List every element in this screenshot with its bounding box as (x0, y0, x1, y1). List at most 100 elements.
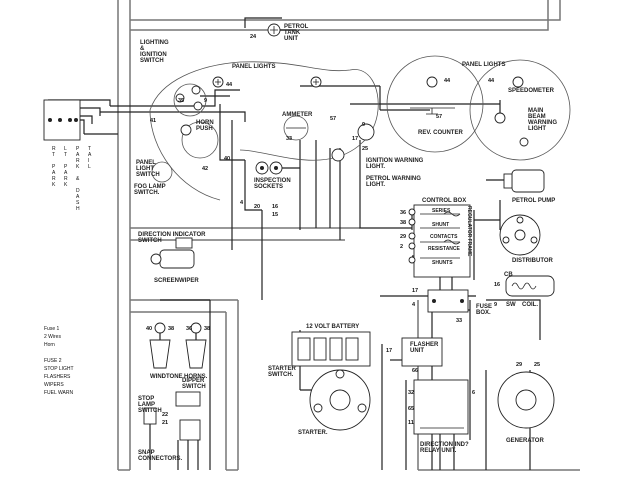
fuse-note-line: FLASHERS (44, 374, 71, 380)
terminal-number: 40 (146, 326, 152, 332)
terminal-number: 25 (362, 146, 368, 152)
terminal-number: 21 (162, 420, 168, 426)
terminal-number: 20 (254, 204, 260, 210)
terminal-number: 16 (494, 282, 500, 288)
terminal-number: 41 (150, 118, 156, 124)
label-speedometer: SPEEDOMETER (508, 88, 555, 94)
terminal-number: 44 (488, 78, 495, 84)
terminal-number: 2 (400, 244, 403, 250)
label-generator: GENERATOR (506, 438, 544, 444)
terminal-number: 17 (386, 348, 392, 354)
label-cb-resistance: RESISTANCE (428, 246, 461, 252)
label-panel-lights-top: PANEL LIGHTS (232, 64, 275, 70)
panel-light-bulbs (212, 76, 524, 88)
petrol-tank-unit-symbol (267, 23, 281, 37)
inspection-sockets-plug (255, 161, 283, 175)
horn-push-symbol (180, 124, 192, 136)
terminal-number: 24 (250, 34, 257, 40)
terminal-number: 9 (204, 98, 207, 104)
label-battery: 12 VOLT BATTERY (306, 324, 359, 330)
terminal-number: 4 (412, 302, 416, 308)
terminal-number: 42 (202, 166, 208, 172)
label-horns: HORNS. (184, 374, 208, 380)
terminal-number: 6 (472, 390, 475, 396)
control-box-unit (408, 204, 471, 278)
terminal-number: 35 (178, 98, 184, 104)
horns-pair (149, 322, 207, 369)
terminal-number: 38 (168, 326, 174, 332)
rev-counter-gauge (386, 55, 484, 153)
terminal-number: 15 (272, 212, 278, 218)
fuse-note-line: 2 Wires (44, 334, 61, 340)
generator-unit (497, 371, 555, 429)
direction-indicator-switch-symbol (175, 237, 193, 249)
dashboard-panel (149, 61, 379, 201)
terminal-number: 40 (224, 156, 230, 162)
terminal-number: 36 (400, 210, 406, 216)
label-cb-contacts: CONTACTS (430, 234, 458, 240)
label-cb-series: SERIES (432, 208, 451, 214)
fuse-note-line: Horn (44, 342, 55, 348)
terminal-number: 29 (400, 234, 406, 240)
terminal-number: 44 (226, 82, 233, 88)
screenwiper-motor (150, 249, 195, 269)
coil-unit (505, 275, 555, 297)
distributor-unit (499, 214, 541, 256)
terminal-numbers: 24 35 9 44 44 44 57 57 33 17 9 25 36 38 … (146, 34, 540, 426)
terminal-number: 17 (412, 288, 418, 294)
label-distributor: DISTRIBUTOR (512, 258, 554, 264)
terminal-number: 38 (400, 220, 406, 226)
starter-motor (309, 369, 371, 431)
dipper-switch-symbol (175, 391, 201, 441)
terminal-number: 9 (362, 122, 365, 128)
terminal-number: 65 (408, 406, 414, 412)
label-cb-regulator: REGULATOR FRAME (466, 206, 472, 257)
label-cb-shunt: SHUNT (432, 222, 449, 228)
label-rev-counter: REV. COUNTER (418, 130, 463, 136)
label-coil: COIL. (522, 302, 538, 308)
fuse-note-line: WIPERS (44, 382, 64, 388)
speedometer-gauge (469, 59, 571, 161)
terminal-number: 9 (494, 302, 497, 308)
fuse-note-line: FUEL WARN (44, 390, 73, 396)
fuse-box-unit (427, 289, 469, 313)
battery-unit (291, 331, 371, 367)
label-windtone: WINDTONE (150, 374, 183, 380)
fuse-note-line: Fuse 1 (44, 326, 60, 332)
terminal-number: 57 (330, 116, 336, 122)
lighting-ignition-switch-symbol (175, 85, 203, 111)
terminal-number: 44 (444, 78, 451, 84)
label-direction-relay: DIRECTION IND?RELAY UNIT. (420, 442, 469, 454)
fuse-note-line: FUSE 2 (44, 358, 62, 364)
terminal-number: 16 (272, 204, 278, 210)
terminal-number: 33 (286, 136, 292, 142)
terminal-number: 29 (516, 362, 522, 368)
terminal-number: 38 (204, 326, 210, 332)
label-screenwiper: SCREENWIPER (154, 278, 199, 284)
label-petrol-pump: PETROL PUMP (512, 198, 555, 204)
fuse-note-line: STOP LIGHT (44, 366, 74, 372)
flasher-unit-box (401, 337, 443, 367)
terminal-number: 4 (240, 200, 244, 206)
terminal-number: 22 (162, 412, 168, 418)
label-panel-lights-right: PANEL LIGHTS (462, 62, 505, 68)
ignition-warning-lamp (331, 123, 375, 162)
label-cb: CB (504, 272, 513, 278)
